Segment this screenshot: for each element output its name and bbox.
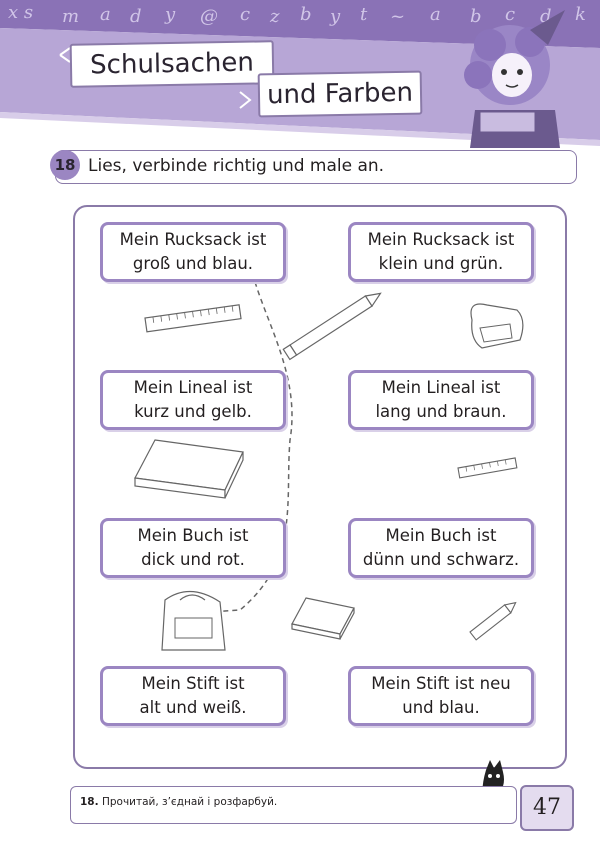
svg-text:x s: x s (8, 2, 33, 23)
card-text: Mein Stift ist neu (371, 674, 511, 693)
task-number-badge: 18 (50, 150, 80, 180)
pencil-long-icon (282, 292, 382, 361)
svg-text:y: y (329, 6, 341, 27)
footer-translation-text: Прочитай, з’єднай і розфарбуй. (101, 796, 278, 808)
svg-text:k: k (575, 4, 586, 25)
svg-text:y: y (164, 4, 176, 25)
card-text: Mein Buch ist (385, 526, 497, 545)
svg-text:a: a (100, 4, 111, 25)
card-text: Mein Lineal ist (133, 378, 253, 397)
ruler-long-icon (144, 304, 242, 333)
svg-text:d: d (130, 6, 142, 27)
card-text: dick und rot. (141, 550, 245, 569)
task-instruction-text: Lies, verbinde richtig und male an. (88, 156, 385, 176)
witch-character-illustration (464, 10, 565, 148)
card-text: alt und weiß. (139, 698, 247, 717)
exercise-frame (73, 205, 567, 769)
book-thin-icon (291, 597, 355, 640)
card-text: Mein Rucksack ist (367, 230, 515, 249)
svg-text:c: c (505, 4, 515, 25)
backpack-large-icon (161, 590, 226, 651)
card-text: und blau. (402, 698, 480, 717)
statement-card-left-3[interactable]: Mein Buch ist dick und rot. (100, 518, 286, 578)
card-text: Mein Lineal ist (381, 378, 501, 397)
svg-text:c: c (240, 4, 250, 25)
card-text: Mein Buch ist (137, 526, 249, 545)
svg-text:t: t (360, 4, 368, 25)
statement-card-left-1[interactable]: Mein Rucksack ist groß und blau. (100, 222, 286, 282)
svg-text:~: ~ (390, 6, 405, 27)
svg-text:a: a (430, 4, 441, 25)
statement-card-right-1[interactable]: Mein Rucksack ist klein und grün. (348, 222, 534, 282)
statement-card-right-2[interactable]: Mein Lineal ist lang und braun. (348, 370, 534, 430)
svg-text:b: b (300, 4, 312, 25)
footer-translation: 18. Прочитай, з’єднай і розфарбуй. (80, 796, 277, 808)
pencil-short-icon (469, 601, 517, 641)
svg-text:d: d (540, 6, 552, 27)
card-text: Mein Stift ist (141, 674, 245, 693)
task-instruction-box (55, 150, 577, 184)
statement-card-right-4[interactable]: Mein Stift ist neu und blau. (348, 666, 534, 726)
statement-card-left-2[interactable]: Mein Lineal ist kurz und gelb. (100, 370, 286, 430)
ruler-short-icon (457, 457, 518, 479)
card-text: Mein Rucksack ist (119, 230, 267, 249)
footer-number: 18. (80, 796, 99, 808)
page-number: 47 (520, 785, 574, 831)
card-text: groß und blau. (132, 254, 254, 273)
svg-text:m: m (62, 6, 79, 27)
svg-text:z: z (269, 6, 280, 27)
statement-card-left-4[interactable]: Mein Stift ist alt und weiß. (100, 666, 286, 726)
card-text: lang und braun. (375, 402, 507, 421)
card-text: dünn und schwarz. (362, 550, 520, 569)
backpack-small-icon (470, 303, 524, 349)
statement-card-right-3[interactable]: Mein Buch ist dünn und schwarz. (348, 518, 534, 578)
card-text: klein und grün. (378, 254, 504, 273)
footer-translation-box (70, 786, 517, 824)
card-text: kurz und gelb. (134, 402, 252, 421)
svg-text:@: @ (200, 6, 218, 27)
book-thick-icon (134, 439, 244, 499)
svg-text:b: b (470, 6, 482, 27)
